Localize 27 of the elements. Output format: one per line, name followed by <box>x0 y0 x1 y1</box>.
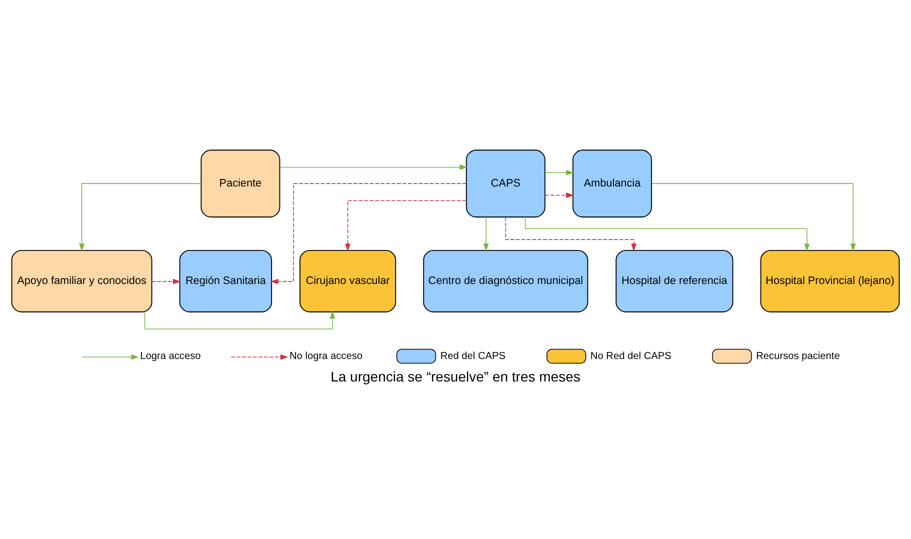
arrow <box>279 164 468 170</box>
arrow <box>151 278 181 284</box>
arrow <box>651 183 856 252</box>
node-box: Región Sanitaria <box>179 250 272 312</box>
legend-label: Recursos paciente <box>756 350 840 362</box>
node-box: Centro de diagnóstico municipal <box>423 250 588 312</box>
arrow <box>144 310 336 330</box>
arrow <box>544 192 574 198</box>
arrow <box>79 183 202 252</box>
legend-label: No Red del CAPS <box>590 350 672 362</box>
arrow <box>505 216 637 252</box>
caption: La urgencia se “resuelve” en tres meses <box>330 368 580 384</box>
arrow <box>270 183 467 284</box>
node-box: Hospital de referencia <box>616 250 734 312</box>
arrow <box>544 170 574 176</box>
node-box: CAPS <box>466 150 546 218</box>
node-box: Paciente <box>200 150 280 218</box>
legend-label: Logra acceso <box>140 350 201 362</box>
arrow <box>345 200 467 252</box>
legend-label: No logra acceso <box>289 350 363 362</box>
node-box: Apoyo familiar y conocidos <box>11 250 152 312</box>
arrow <box>483 216 489 252</box>
arrow <box>524 216 810 252</box>
node-box: Ambulancia <box>572 150 652 218</box>
node-box: Cirujano vascular <box>299 250 396 312</box>
node-box: Hospital Provincial (lejano) <box>760 250 900 312</box>
legend-label: Red del CAPS <box>440 350 506 362</box>
